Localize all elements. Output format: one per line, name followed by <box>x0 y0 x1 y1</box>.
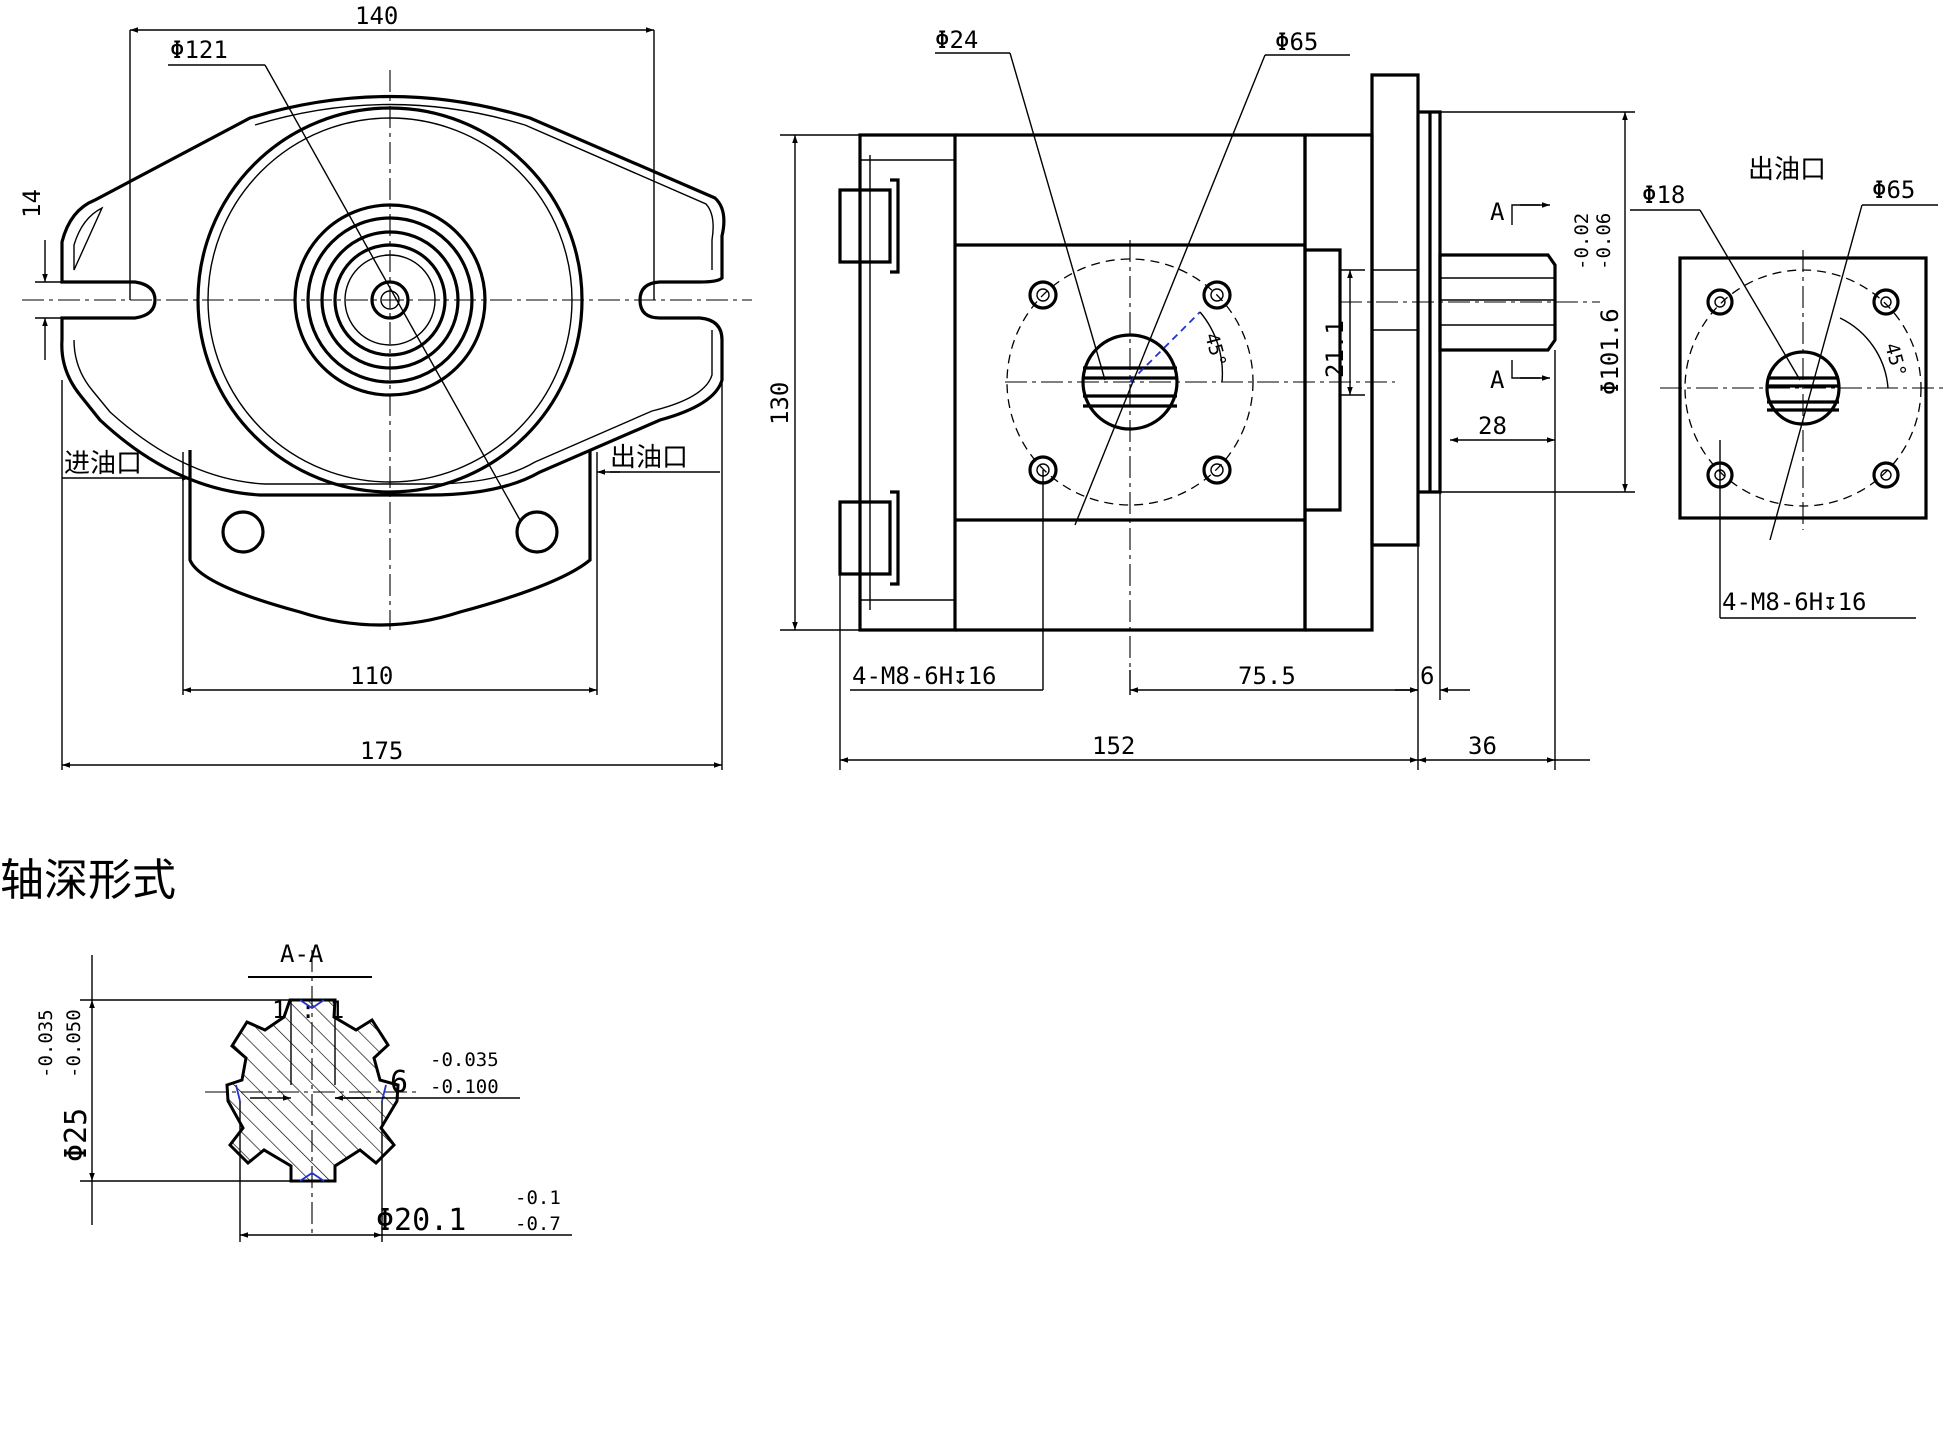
side-view: Φ24 Φ65 130 21.1 45° 4-M8-6H↧16 75.5 6 1… <box>766 26 1635 770</box>
side-plug-top <box>838 178 900 274</box>
port-d18-leader <box>1699 209 1801 381</box>
front-port-block <box>188 450 592 627</box>
section-dim-outer: Φ25 <box>59 1108 94 1162</box>
side-flange <box>1370 73 1420 547</box>
section-dim-inner-tol-upper: -0.1 <box>515 1187 561 1209</box>
section-view: 轴深形式 A-A 1 : 1 6 -0.035 -0.100 Φ25 -0.03… <box>0 855 572 1242</box>
side-45-arc <box>1199 311 1224 383</box>
section-dim-key-tol-lower: -0.100 <box>430 1076 499 1098</box>
side-d24-leader <box>1009 52 1106 381</box>
section-dim-inner: Φ20.1 <box>376 1203 466 1238</box>
side-dim-28: 28 <box>1478 412 1507 440</box>
side-thread-callout: 4-M8-6H↧16 <box>852 662 997 690</box>
section-tooth-marks <box>235 999 387 1182</box>
side-dim-130: 130 <box>766 382 794 425</box>
section-dim-outer-tol-lower: -0.050 <box>63 1009 85 1078</box>
section-mark-bottom: A <box>1490 366 1505 394</box>
side-dim-d101-6: Φ101.6 <box>1596 308 1624 395</box>
side-dim-d101-tol-upper: -0.02 <box>1571 213 1593 270</box>
section-heading: 轴深形式 <box>0 855 176 906</box>
front-dim-140: 140 <box>355 2 398 30</box>
front-bolt-hole-left <box>221 510 265 554</box>
side-plug-bottom <box>838 490 900 586</box>
front-inlet-label: 进油口 <box>64 449 142 479</box>
side-front-cover-step <box>1305 248 1342 512</box>
port-d65-leader <box>1769 204 1863 541</box>
side-port-bolt-circle <box>1006 258 1254 506</box>
front-flange-outline <box>60 94 726 497</box>
side-dim-6: 6 <box>1420 662 1434 690</box>
front-dim-175: 175 <box>360 737 403 765</box>
section-dim-inner-tol-lower: -0.7 <box>515 1213 561 1235</box>
side-d65-leader <box>1074 54 1266 526</box>
section-mark-top: A <box>1490 198 1505 226</box>
section-name: A-A <box>280 940 324 968</box>
front-dim-110: 110 <box>350 662 393 690</box>
front-dim-d121: Φ121 <box>170 36 228 64</box>
section-mark-arrow-top-line <box>1511 204 1540 225</box>
front-view: 140 Φ121 14 110 175 进油口 出油口 <box>18 2 752 770</box>
side-dim-45: 45° <box>1200 331 1230 370</box>
side-end-cap <box>858 133 957 632</box>
section-dim-outer-tol-upper: -0.035 <box>35 1009 57 1078</box>
front-d121-leader <box>264 64 521 521</box>
port-thread-callout: 4-M8-6H↧16 <box>1722 588 1867 616</box>
port-45-arc <box>1839 317 1889 389</box>
section-dim-key-tol-upper: -0.035 <box>430 1049 499 1071</box>
port-dim-d65: Φ65 <box>1872 176 1915 204</box>
port-view: 出油口 Φ18 Φ65 45° 4-M8-6H↧16 <box>1630 155 1945 619</box>
port-dim-d18: Φ18 <box>1642 181 1685 209</box>
front-dim-14: 14 <box>18 189 46 218</box>
port-dim-45: 45° <box>1880 341 1910 380</box>
side-dim-75-5: 75.5 <box>1238 662 1296 690</box>
front-shaft-center <box>370 280 410 320</box>
side-dim-d65: Φ65 <box>1275 28 1318 56</box>
side-dim-36: 36 <box>1468 732 1497 760</box>
front-flange-inner <box>73 103 714 485</box>
side-dim-152: 152 <box>1092 732 1135 760</box>
port-title: 出油口 <box>1748 155 1826 185</box>
side-shaft <box>1438 253 1557 352</box>
side-dim-21-1: 21.1 <box>1321 320 1349 378</box>
front-outlet-label: 出油口 <box>610 443 688 473</box>
side-45-line <box>1129 311 1201 383</box>
side-dim-d24: Φ24 <box>935 26 978 54</box>
section-dim-key: 6 <box>390 1065 408 1100</box>
front-bolt-hole-right <box>515 510 559 554</box>
section-mark-arrow-bottom-line <box>1511 360 1540 379</box>
side-dim-d101-tol-lower: -0.06 <box>1593 213 1615 270</box>
